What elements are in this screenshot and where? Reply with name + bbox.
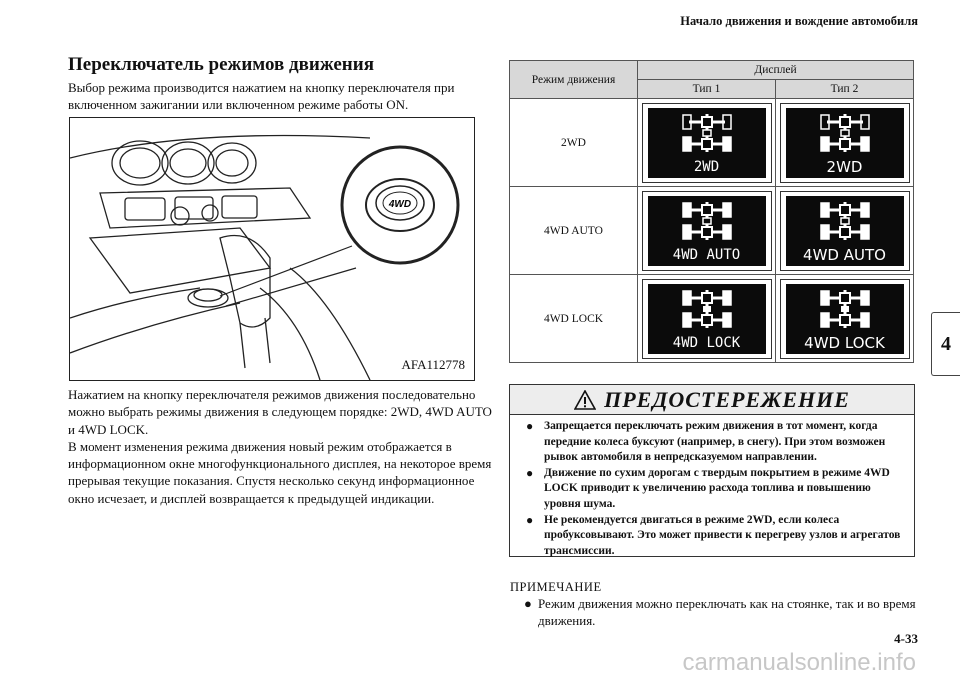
display-type2: 2WD [775, 98, 914, 187]
display-caption: 4WD LOCK [672, 334, 741, 351]
intro-text: Выбор режима производится нажатием на кн… [68, 80, 455, 112]
display-caption: 4WD AUTO [803, 245, 886, 264]
body-text: Нажатием на кнопку переключателя режимов… [68, 386, 498, 507]
warning-item: Не рекомендуется двигаться в режиме 2WD,… [526, 513, 906, 560]
paragraph: В момент изменения режима движения новый… [68, 438, 492, 506]
figure-code: AFA112778 [398, 356, 468, 374]
display-caption: 4WD AUTO [672, 246, 741, 263]
warning-list: Запрещается переключать режим движения в… [510, 415, 914, 559]
note-heading: ПРИМЕЧАНИЕ [510, 580, 602, 594]
page-number: 4-33 [894, 631, 918, 646]
drivetrain-icon [681, 201, 732, 240]
drivetrain-icon [819, 289, 870, 328]
warning-item: Запрещается переключать режим движения в… [526, 419, 906, 466]
mode-label: 2WD [509, 98, 638, 187]
console-drawing [70, 134, 460, 380]
note-text: Режим движения можно переключать как на … [524, 595, 918, 629]
mode-label: 4WD LOCK [509, 274, 638, 363]
drivetrain-icon [681, 289, 732, 328]
chapter-tab: 4 [931, 312, 960, 376]
drivetrain-icon [681, 113, 732, 152]
drivetrain-icon [819, 113, 870, 152]
warning-box: ПРЕДОСТЕРЕЖЕНИЕ Запрещается переключать … [509, 384, 915, 557]
table-row: 4WD AUTO 4WD AUTO 4WD AUTO [509, 186, 914, 275]
header-type1: Тип 1 [637, 79, 776, 99]
display-caption: 2WD [826, 157, 863, 176]
display-caption: 4WD LOCK [804, 333, 885, 352]
warning-triangle-icon [574, 389, 597, 410]
header-display: Дисплей [637, 60, 914, 80]
header-mode: Режим движения [509, 60, 638, 99]
watermark: carmanualsonline.info [682, 649, 916, 676]
warning-title: ПРЕДОСТЕРЕЖЕНИЕ [604, 386, 850, 412]
warning-header: ПРЕДОСТЕРЕЖЕНИЕ [510, 385, 914, 415]
display-type1: 2WD [637, 98, 776, 187]
header-type2: Тип 2 [775, 79, 914, 99]
mode-label: 4WD AUTO [509, 186, 638, 275]
console-illustration: 4WD AFA112778 [69, 117, 475, 381]
paragraph: Нажатием на кнопку переключателя режимов… [68, 387, 492, 437]
display-caption: 2WD [693, 158, 720, 175]
4wd-button-label: 4WD [388, 199, 411, 210]
button-label-text: 4WD [388, 199, 411, 210]
display-type1: 4WD LOCK [637, 274, 776, 363]
table-row: 2WD 2WD 2WD [509, 98, 914, 187]
drivetrain-icon [819, 201, 870, 240]
table-row: 4WD LOCK 4WD LOCK 4WD LOCK [509, 274, 914, 363]
display-type1: 4WD AUTO [637, 186, 776, 275]
section-title: Переключатель режимов движения [68, 54, 374, 75]
display-type2: 4WD LOCK [775, 274, 914, 363]
display-type2: 4WD AUTO [775, 186, 914, 275]
running-header: Начало движения и вождение автомобиля [680, 14, 918, 28]
drive-mode-table: Режим движения Дисплей Тип 1 Тип 2 2WD 2… [509, 60, 914, 363]
warning-item: Движение по сухим дорогам с твердым покр… [526, 466, 906, 513]
